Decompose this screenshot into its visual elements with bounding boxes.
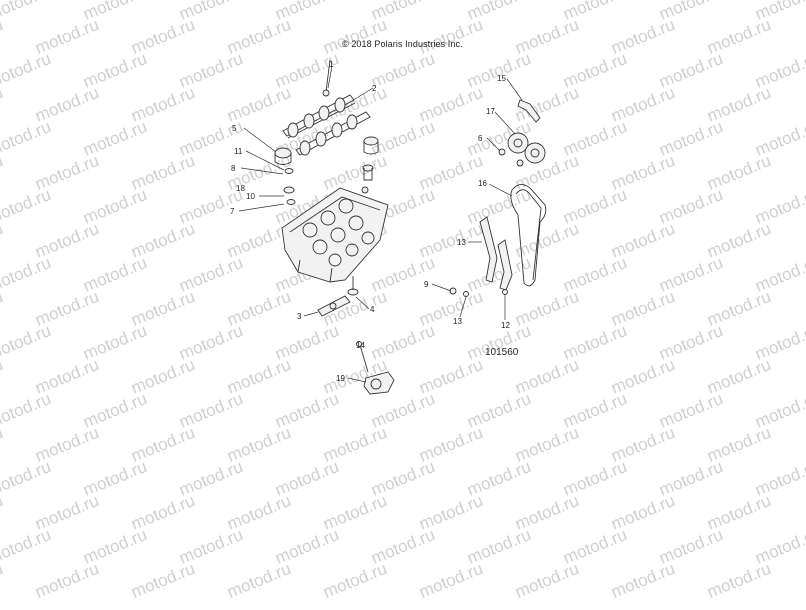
watermark-text: motod.ru — [0, 151, 6, 194]
callout-13-bolt: 13 — [453, 317, 462, 326]
callout-1: 1 — [329, 60, 334, 69]
callout-16: 16 — [478, 179, 487, 188]
watermark-text: motod.ru — [512, 559, 581, 602]
callout-5: 5 — [232, 124, 237, 133]
watermark-text: motod.ru — [416, 559, 485, 602]
callout-15: 15 — [497, 74, 506, 83]
watermark-text: motod.ru — [0, 525, 54, 568]
watermark-text: motod.ru — [128, 559, 197, 602]
watermark-text: motod.ru — [704, 559, 773, 602]
callout-4: 4 — [370, 305, 375, 314]
watermark-text: motod.ru — [0, 117, 54, 160]
callout-18: 18 — [236, 184, 245, 193]
watermark-text: motod.ru — [0, 287, 6, 330]
watermark-text: motod.ru — [0, 0, 54, 24]
watermark-text: motod.ru — [0, 457, 54, 500]
watermark-text: motod.ru — [0, 15, 6, 58]
figure-number: 101560 — [485, 347, 519, 358]
camshaft-parts — [282, 59, 371, 156]
tensioner-assembly — [356, 341, 395, 395]
callout-9: 9 — [424, 280, 429, 289]
callout-10: 10 — [246, 192, 255, 201]
leader-lines — [238, 65, 523, 383]
copyright-notice: © 2018 Polaris Industries Inc. — [342, 39, 463, 49]
watermark-text: motod.ru — [0, 83, 6, 126]
callout-14: 14 — [356, 341, 365, 350]
watermark-text: motod.ru — [224, 559, 293, 602]
callout-labels: 1 2 3 4 5 6 7 8 9 10 11 12 13 13 14 15 1… — [230, 60, 510, 383]
watermark-text: motod.ru — [0, 253, 54, 296]
watermark-text: motod.ru — [0, 389, 54, 432]
watermark-text: motod.ru — [32, 559, 101, 602]
watermark-text: motod.ru — [0, 423, 6, 466]
callout-17: 17 — [486, 107, 495, 116]
watermark-text: motod.ru — [608, 559, 677, 602]
watermark-text: motod.ru — [0, 559, 6, 602]
callout-13-guide: 13 — [457, 238, 466, 247]
timing-chain-parts — [449, 184, 547, 297]
cam-sprockets — [498, 99, 546, 167]
callout-6: 6 — [478, 134, 483, 143]
watermark-text: motod.ru — [320, 559, 389, 602]
callout-19: 19 — [336, 374, 345, 383]
head-gasket-parts — [317, 276, 359, 317]
callout-7: 7 — [230, 207, 235, 216]
watermark-text: motod.ru — [0, 355, 6, 398]
callout-3: 3 — [297, 312, 302, 321]
callout-11: 11 — [234, 147, 243, 156]
callout-2: 2 — [372, 84, 377, 93]
watermark-text: motod.ru — [0, 219, 6, 262]
valve-train-small-parts — [274, 136, 379, 205]
watermark-text: motod.ru — [0, 185, 54, 228]
watermark-text: motod.ru — [0, 491, 6, 534]
watermark-text: motod.ru — [0, 49, 54, 92]
cylinder-head — [281, 187, 389, 283]
watermark-text: motod.ru — [0, 321, 54, 364]
callout-12: 12 — [501, 321, 510, 330]
callout-8: 8 — [231, 164, 236, 173]
